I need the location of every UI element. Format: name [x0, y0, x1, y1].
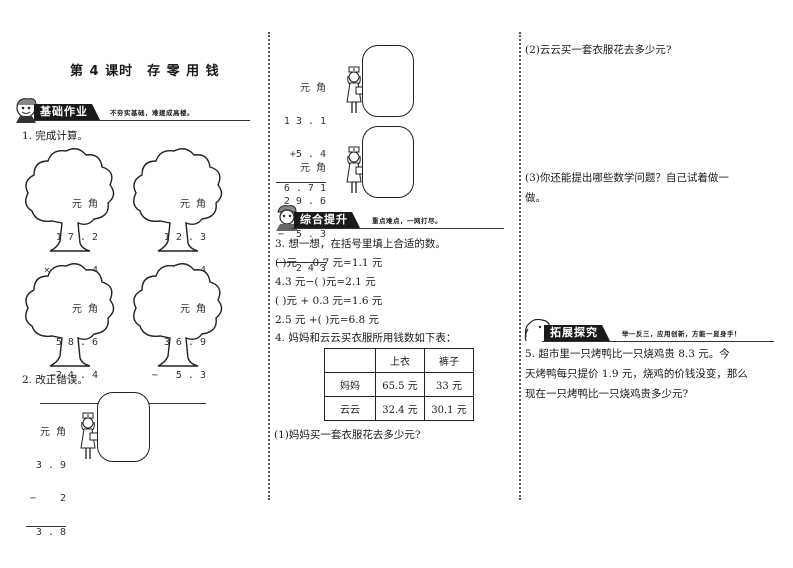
- cartoon-kid-icon: [276, 205, 298, 231]
- tree-outline-icon: [25, 263, 115, 367]
- tree-outline-icon: [133, 148, 223, 252]
- unit-header: 元 角: [71, 199, 98, 210]
- table-row-label: 云云: [324, 396, 376, 421]
- calc-top: 5 8 . 6: [55, 337, 98, 348]
- table-header-cell: 上衣: [375, 348, 425, 373]
- calc-top: 1 3 . 1: [283, 116, 326, 127]
- calc-answer-line: [40, 403, 98, 415]
- q3-line-2[interactable]: 4.3 元−( )元=2.1 元: [275, 276, 376, 288]
- q2-problem-2: 元 角 1 3 . 1 +5 . 4 6 . 7 1: [276, 61, 326, 205]
- q1-problem-1: 元 角 1 7 . 2 × 2 . 4: [22, 143, 117, 299]
- section-rule: [32, 120, 250, 121]
- unit-header: 元 角: [39, 427, 66, 438]
- column-divider-left: [268, 32, 270, 500]
- unit-header: 元 角: [71, 304, 98, 315]
- section-header-comprehensive: 综合提升 重点难点，一网打尽。: [272, 205, 504, 231]
- table-cell: 30.1 元: [424, 396, 474, 421]
- calc-top: 1 2 . 3: [163, 232, 206, 243]
- table-header-row: 上衣 裤子: [324, 348, 474, 373]
- calc-result: 6 . 7 1: [276, 182, 326, 194]
- calc-operand: − 5 . 3: [277, 229, 326, 240]
- q1-problem-3: 元 角 5 8 . 6 −2 4 . 4: [22, 258, 117, 404]
- calc-operand: − 5 . 3: [151, 370, 206, 381]
- section-header-extension: 拓展探究 举一反三，应用创新，方能一显身手！: [522, 318, 774, 343]
- table-cell: 33 元: [424, 372, 474, 397]
- nurse-figure-icon: [80, 412, 99, 459]
- q4-sub-question-3: (3)你还能提出哪些数学问题？自己试着做一 做。: [525, 168, 729, 208]
- calc-top: 2 9 . 6: [283, 196, 326, 207]
- cartoon-kid-icon: [16, 98, 37, 123]
- section-label-comprehensive: 综合提升: [294, 212, 360, 228]
- nurse-figure-icon: [346, 146, 365, 193]
- calc-top: 1 7 . 2: [55, 232, 98, 243]
- correction-answer-box[interactable]: [362, 45, 414, 117]
- q4-sub3-line-1: (3)你还能提出哪些数学问题？自己试着做一: [525, 172, 729, 184]
- table-row: 云云 32.4 元 30.1 元: [324, 396, 474, 421]
- calc-operand: +5 . 4: [289, 149, 326, 160]
- section-label-basic: 基础作业: [34, 104, 100, 120]
- table-corner-cell: [324, 348, 376, 373]
- nurse-figure-icon: [346, 66, 365, 113]
- q5-line-2: 天烤鸭每只提价 1.9 元，烧鸡的价钱没变，那么: [525, 368, 748, 380]
- q4-sub3-line-2: 做。: [525, 192, 546, 204]
- calc-top: 3 6 . 9: [163, 337, 206, 348]
- clothing-cost-table: 上衣 裤子 妈妈 65.5 元 33 元 云云 32.4 元 30.1 元: [324, 348, 474, 421]
- q5-text: 5. 超市里一只烤鸭比一只烧鸡贵 8.3 元。今 天烤鸭每只提价 1.9 元，烧…: [525, 344, 748, 404]
- section-rule: [542, 341, 774, 342]
- q2-problem-1: 元 角 3 . 9 − 2 3 . 8: [26, 405, 66, 549]
- column-divider-right: [519, 32, 521, 500]
- q1-problem-2: 元 角 1 2 . 3 +4 1 . 4: [130, 143, 225, 299]
- q3-line-4[interactable]: 2.5 元 +( )元=6.8 元: [275, 314, 380, 326]
- q5-line-3: 现在一只烤鸭比一只烧鸡贵多少元?: [525, 388, 689, 400]
- q1-label: 1. 完成计算。: [22, 130, 88, 142]
- table-cell: 32.4 元: [375, 396, 425, 421]
- q4-sub-question-1: (1)妈妈买一套衣服花去多少元?: [274, 429, 421, 441]
- q3-label: 3. 想一想，在括号里填上合适的数。: [275, 238, 446, 250]
- calc-result: 3 . 8: [26, 526, 66, 538]
- table-cell: 65.5 元: [375, 372, 425, 397]
- q4-sub-question-2: (2)云云买一套衣服花去多少元?: [525, 44, 672, 56]
- table-row: 妈妈 65.5 元 33 元: [324, 372, 474, 397]
- section-slogan-comprehensive: 重点难点，一网打尽。: [372, 217, 442, 225]
- section-header-basic: 基础作业 不夯实基础，难建成高楼。: [12, 98, 250, 123]
- table-row-label: 妈妈: [324, 372, 376, 397]
- section-label-extension: 拓展探究: [544, 325, 610, 341]
- unit-header: 元 角: [179, 304, 206, 315]
- lesson-topic: 存 零 用 钱: [147, 64, 220, 79]
- section-rule: [292, 228, 504, 229]
- unit-header: 元 角: [299, 163, 326, 174]
- table-header-cell: 裤子: [424, 348, 474, 373]
- calc-result: 2 4 3: [276, 262, 326, 274]
- tree-outline-icon: [25, 148, 115, 252]
- calc-top: 3 . 9: [35, 460, 66, 471]
- q3-line-1[interactable]: ( )元 − 0.7 元=1.1 元: [275, 257, 383, 269]
- lesson-number: 第 4 课时: [70, 64, 134, 79]
- tree-outline-icon: [133, 263, 223, 367]
- unit-header: 元 角: [179, 199, 206, 210]
- q5-line-1: 5. 超市里一只烤鸭比一只烧鸡贵 8.3 元。今: [525, 348, 730, 360]
- section-slogan-basic: 不夯实基础，难建成高楼。: [110, 109, 194, 117]
- q2-label: 2. 改正错误。: [22, 374, 88, 386]
- q2-problem-3: 元 角 2 9 . 6 − 5 . 3 2 4 3: [276, 141, 326, 285]
- correction-answer-box[interactable]: [97, 392, 150, 462]
- calc-operand: − 2: [29, 493, 66, 504]
- calc-operand: −2 4 . 4: [49, 370, 98, 381]
- q1-problem-4: 元 角 3 6 . 9 − 5 . 3: [130, 258, 225, 404]
- q4-label: 4. 妈妈和云云买衣服所用钱数如下表：: [275, 332, 457, 344]
- unit-header: 元 角: [299, 83, 326, 94]
- section-slogan-extension: 举一反三，应用创新，方能一显身手！: [622, 330, 741, 338]
- page-title: 第 4 课时存 零 用 钱: [70, 60, 220, 79]
- calc-answer-line: [148, 403, 206, 415]
- correction-answer-box[interactable]: [362, 126, 414, 198]
- q3-line-3[interactable]: ( )元 + 0.3 元=1.6 元: [275, 295, 383, 307]
